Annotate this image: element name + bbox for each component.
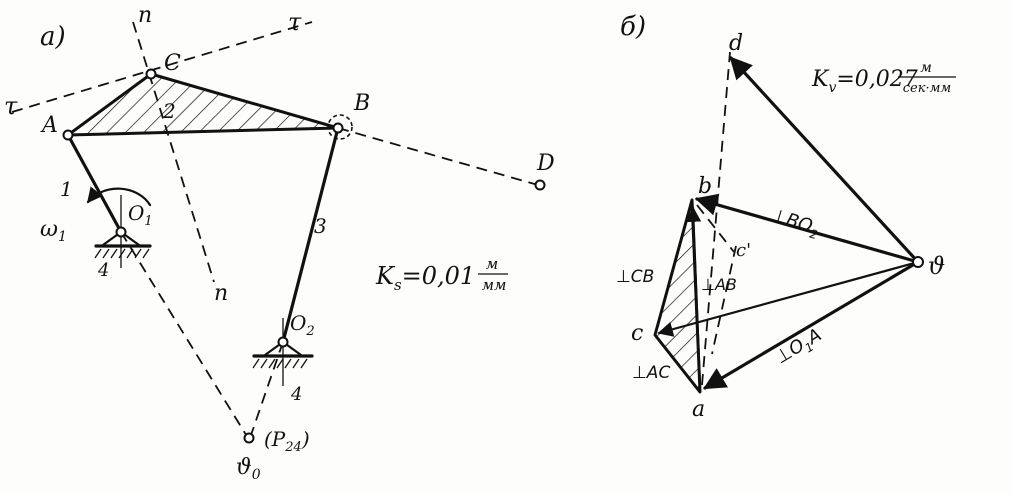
mechanism-panel: а) τ τ n n 2 1 3 ω1 (4, 3, 555, 483)
point-d-label: d (729, 31, 743, 56)
normal-n-n-line (132, 21, 215, 283)
point-a-label: a (692, 397, 705, 422)
link-3-label: 3 (314, 214, 327, 238)
line-a-d (701, 51, 731, 386)
perp-CB-label: ⊥CB (616, 267, 654, 287)
vector-pole-a (703, 260, 920, 390)
svg-text:мм: мм (482, 276, 507, 294)
joint-B-marker (327, 114, 353, 140)
ground-4-left-label: 4 (97, 260, 109, 281)
velocity-panel-label: б) (620, 12, 646, 42)
tau-right-label: τ (288, 8, 302, 36)
perp-AC-label: ⊥AC (632, 363, 670, 383)
n-bottom-label: n (214, 281, 228, 306)
link-3-rocker (281, 126, 340, 344)
n-top-label: n (138, 3, 152, 28)
omega-symbol: ω1 (40, 217, 67, 245)
tau-tau-line (11, 21, 313, 113)
point-O1-label: O1 (128, 201, 153, 229)
point-c-label: c (631, 321, 643, 346)
scale-Ks: Ks=0,01 м мм (375, 255, 508, 294)
line-AB-perp (711, 245, 737, 355)
point-v0-label: ϑ0 (236, 455, 261, 483)
vector-pole-c (657, 260, 920, 337)
pole-label: ϑ (928, 252, 945, 280)
point-P24 (243, 432, 255, 444)
joint-B (332, 122, 344, 134)
link-2-label: 2 (162, 99, 176, 123)
ground-4-right-label: 4 (290, 384, 302, 405)
link-2-triangle (66, 72, 340, 137)
scale-Kv: Kv=0,027 м сек·мм (811, 60, 956, 96)
joint-C (145, 68, 157, 80)
link-1-label: 1 (60, 177, 73, 201)
point-P24-label: (P24) (264, 427, 310, 455)
vector-a-b (685, 206, 702, 388)
svg-text:м: м (486, 255, 498, 273)
perp-AB-label: ⊥AB (701, 275, 737, 294)
perp-BO2-label: ⊥BO2 (768, 205, 823, 243)
point-A-label: A (40, 113, 58, 138)
joint-A (62, 129, 74, 141)
pole-point (912, 256, 924, 268)
point-B-label: B (353, 91, 370, 116)
omega-rotation-arrow (86, 186, 152, 207)
line-b-cprime (696, 204, 735, 253)
point-O2-label: O2 (290, 311, 315, 339)
line-O1-P24 (120, 231, 249, 439)
joint-O1 (115, 226, 127, 238)
link-1-crank (66, 133, 123, 234)
point-b-label: b (698, 174, 712, 199)
ground-support-O2 (252, 318, 314, 386)
point-D-label: D (536, 151, 555, 176)
joint-O2 (277, 336, 289, 348)
tau-left-label: τ (4, 92, 18, 120)
svg-text:Ks=0,01: Ks=0,01 (375, 262, 475, 294)
point-C-label: C (164, 51, 181, 76)
line-BD (337, 127, 539, 186)
vector-pole-b (694, 193, 920, 264)
svg-text:м: м (920, 60, 932, 76)
vector-pole-d (729, 56, 920, 264)
point-cprime-label: c' (736, 240, 751, 261)
point-D (534, 179, 546, 191)
velocity-plan-panel: б) d b c a c' ϑ ⊥BO2 ⊥O1A ⊥CB ⊥AB ⊥AC K (616, 12, 956, 422)
svg-text:Kv=0,027: Kv=0,027 (811, 67, 918, 96)
mechanism-panel-label: а) (40, 22, 66, 52)
svg-text:сек·мм: сек·мм (903, 81, 951, 96)
